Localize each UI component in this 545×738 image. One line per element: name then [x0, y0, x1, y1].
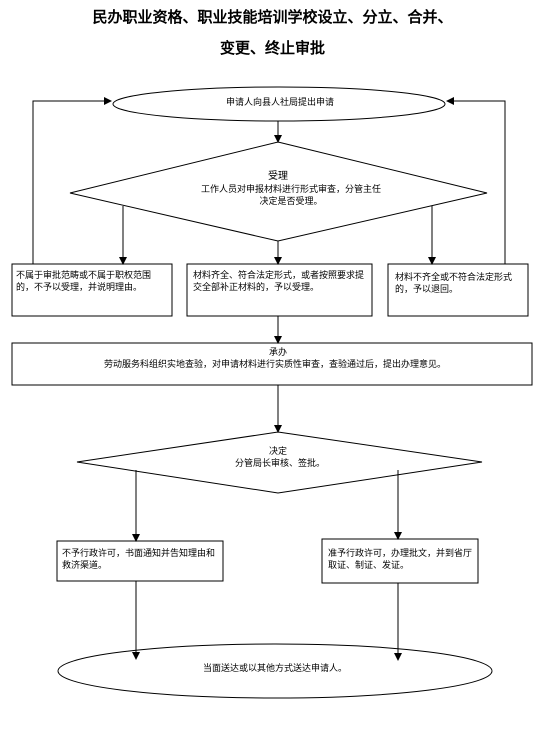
- loop-reject-to-apply: [32, 97, 112, 264]
- title-line-2: 变更、终止审批: [219, 39, 325, 57]
- grant-label: 准予行政许可，办理批文，并到省厅取证、制证、发证。: [328, 549, 473, 571]
- accept-ok-label: 材料齐全、符合法定形式，或者按照要求提交全部补正材料的，予以受理。: [193, 271, 365, 293]
- return-label: 材料不齐全或不符合法定形式的，予以退回。: [395, 273, 513, 295]
- loop-return-to-apply: [446, 97, 506, 264]
- deny-box: [56, 540, 224, 582]
- reject-scope-box: [11, 263, 173, 317]
- reject-scope-label: 不属于审批范畴或不属于职权范围的，不予以受理，并说明理由。: [16, 271, 152, 293]
- undertake-heading: 承办: [268, 348, 287, 358]
- decide-body: 分管局长审核、签批。: [234, 459, 325, 469]
- accept-heading: 受理: [268, 171, 288, 182]
- title-line-1: 民办职业资格、职业技能培训学校设立、分立、合并、: [92, 8, 453, 26]
- return-box: [387, 263, 529, 317]
- apply-ellipse: [112, 86, 446, 122]
- decide-heading: 决定: [268, 447, 287, 457]
- deny-label: 不予行政许可，书面通知并告知理由和救济渠道。: [62, 549, 216, 571]
- undertake-box: [11, 342, 533, 386]
- accept-body: 工作人员对申报材料进行形式审查，分管主任决定是否受理。: [200, 185, 381, 207]
- decide-diamond: [76, 431, 483, 494]
- apply-label: 申请人向县人社局提出申请: [225, 98, 334, 108]
- undertake-body: 劳动服务科组织实地查验，对申请材料进行实质性审查，查验通过后，提出办理意见。: [103, 360, 446, 370]
- deliver-label: 当面送达或以其他方式送达申请人。: [202, 664, 347, 674]
- deliver-ellipse: [57, 643, 493, 699]
